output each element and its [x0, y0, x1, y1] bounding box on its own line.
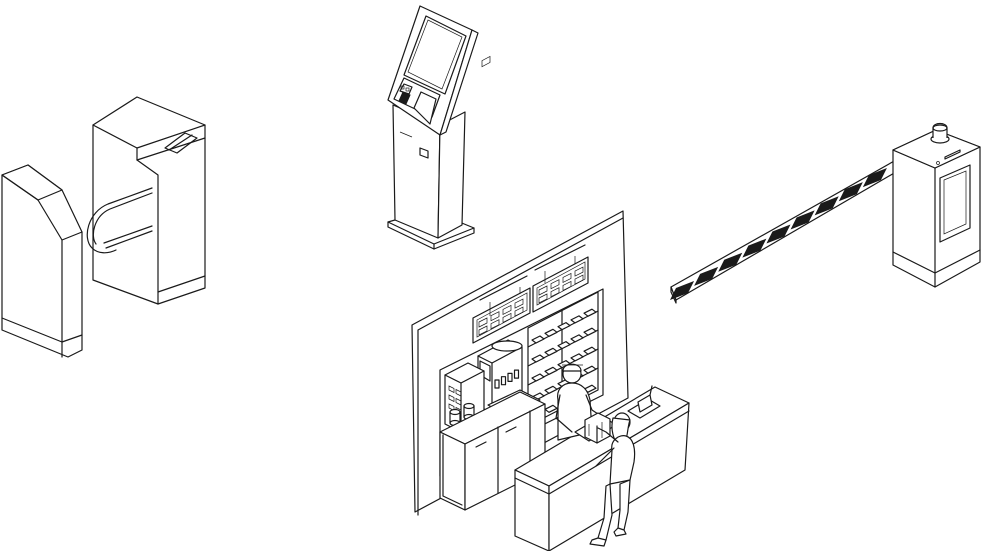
barrier-boom-arm — [670, 159, 897, 304]
burger-box — [583, 308, 597, 317]
menu-item-tile — [574, 266, 584, 277]
burger-box — [557, 322, 571, 331]
barrier-display-panel — [939, 164, 971, 243]
barrier-stripe — [742, 238, 767, 258]
staff-person — [555, 363, 599, 441]
burger-box — [583, 365, 597, 374]
kiosk-card-reader — [413, 91, 437, 125]
kiosk-printer-slot — [419, 147, 429, 159]
menu-item-tile — [562, 280, 572, 291]
restaurant-counter-icon — [411, 55, 690, 551]
cup-slot — [455, 388, 462, 397]
burger-box — [570, 334, 584, 343]
cup-slot — [448, 385, 455, 394]
menu-items — [478, 266, 584, 336]
burger-box — [583, 346, 597, 355]
menu-item-tile — [502, 312, 512, 323]
menu-item-tile — [538, 293, 548, 304]
barrier-stripe — [670, 280, 695, 300]
turnstile-left-pillar — [1, 164, 83, 358]
barrier-stripe — [694, 266, 719, 286]
burger-box — [544, 404, 558, 413]
burger-box — [531, 335, 545, 344]
barrier-stripe — [838, 182, 863, 202]
menu-item-tile — [478, 325, 488, 336]
menu-item-tile — [514, 298, 524, 309]
menu-item-tile — [550, 279, 560, 290]
turnstile-icon — [1, 96, 206, 358]
barrier-gate-icon — [670, 122, 981, 304]
burger-box — [544, 347, 558, 356]
menu-item-tile — [514, 306, 524, 317]
soda-nozzle — [513, 369, 520, 379]
burger-box — [544, 328, 558, 337]
menu-item-tile — [574, 274, 584, 285]
burger-box — [531, 354, 545, 363]
burger-box — [544, 385, 558, 394]
menu-item-tile — [490, 319, 500, 330]
barrier-stripe — [790, 210, 815, 230]
menu-item-tile — [502, 304, 512, 315]
burger-box — [570, 315, 584, 324]
kiosk-icon — [387, 5, 479, 250]
menu-item-tile — [562, 272, 572, 283]
drip-grate — [521, 390, 533, 397]
cup-slot — [455, 397, 462, 406]
soda-nozzle — [500, 376, 507, 386]
burger-box — [557, 360, 571, 369]
barrier-stripe — [814, 196, 839, 216]
menu-item-tile — [490, 311, 500, 322]
barrier-stripe — [718, 252, 743, 272]
soda-nozzle — [494, 379, 500, 389]
cup-slot — [448, 394, 455, 403]
turnstile-arms — [86, 187, 153, 254]
burger-box — [531, 373, 545, 382]
turnstile-right-cabinet — [92, 96, 206, 305]
soda-nozzle — [507, 372, 513, 382]
barrier-stripe — [766, 224, 791, 244]
kiosk-screen — [403, 15, 467, 95]
menu-item-tile — [550, 287, 560, 298]
burger-box — [570, 353, 584, 362]
barrier-stripe — [862, 168, 887, 188]
burger-box — [544, 366, 558, 375]
barrier-stripes — [670, 168, 887, 300]
customer-person — [589, 412, 636, 547]
burger-box — [583, 327, 597, 336]
burger-box — [557, 341, 571, 350]
menu-item-tile — [538, 285, 548, 296]
menu-item-tile — [478, 317, 488, 328]
